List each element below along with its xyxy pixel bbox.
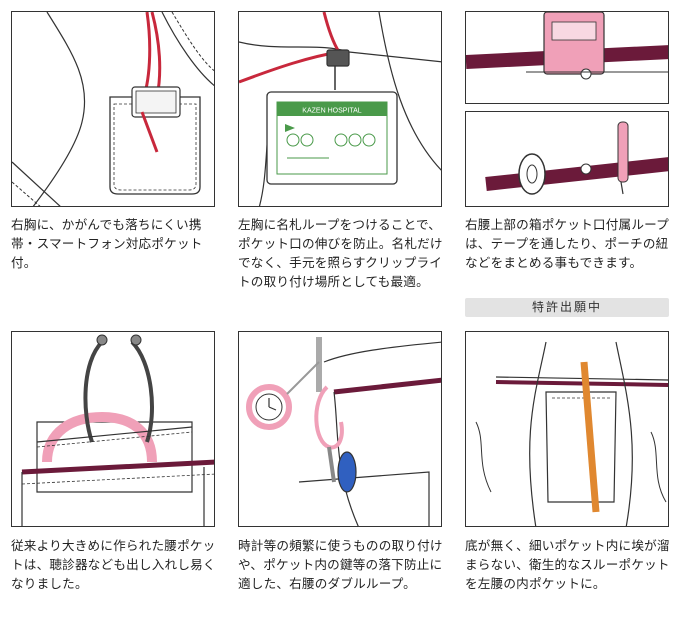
illustration-through-pocket (465, 331, 669, 527)
id-card-title: KAZEN HOSPITAL (302, 108, 361, 115)
patent-pending-badge: 特許出願中 (465, 298, 669, 317)
illustration-name-tag-loop: KAZEN HOSPITAL (238, 11, 442, 207)
illustration-box-pocket-calculator (465, 11, 669, 104)
caption-chest-phone-pocket: 右胸に、かがんでも落ちにくい携帯・スマートフォン対応ポケット付。 (11, 217, 203, 270)
illustration-double-loop (238, 331, 442, 527)
caption-box-pocket-loop: 右腰上部の箱ポケット口付属ループは、テープを通したり、ポーチの紐などをまとめる事… (465, 217, 669, 270)
caption-through-pocket: 底が無く、細いポケット内に埃が溜まらない、衛生的なスルーポケットを左腰の内ポケッ… (465, 538, 670, 591)
illustration-box-pocket-tape-loop (465, 111, 669, 207)
caption-name-tag-loop: 左胸に名札ループをつけることで、ポケット口の伸びを防止。名札だけでなく、手元を照… (238, 217, 443, 289)
illustration-waist-pocket-stethoscope (11, 331, 215, 527)
caption-waist-pocket: 従来より大きめに作られた腰ポケットは、聴診器なども出し入れし易くなりました。 (11, 538, 216, 591)
illustration-chest-phone-pocket (11, 11, 215, 207)
caption-double-loop: 時計等の頻繁に使うものの取り付けや、ポケット内の鍵等の落下防止に適した、右腰のダ… (238, 538, 443, 591)
